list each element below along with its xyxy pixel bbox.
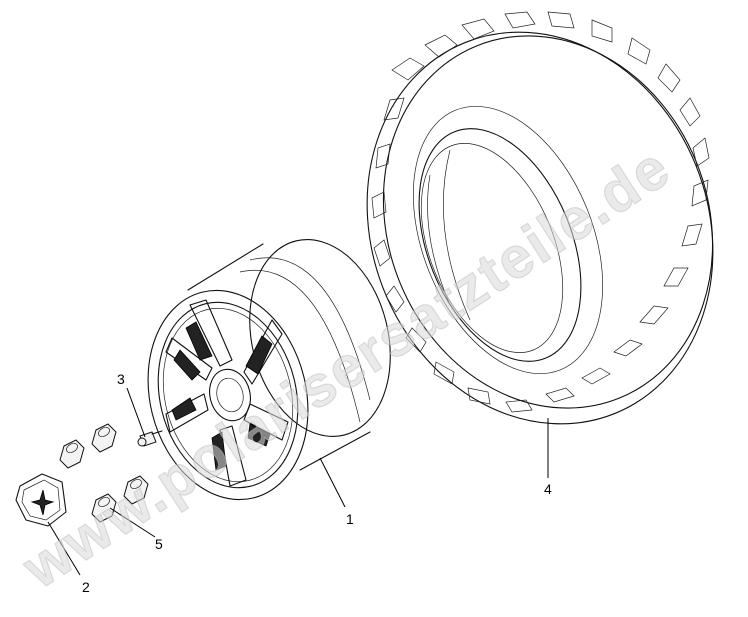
valve-stem: [137, 430, 163, 447]
leader-lines: [47, 387, 549, 576]
tire: [366, 11, 714, 425]
lug-nut: [59, 439, 85, 469]
rim: [147, 239, 391, 501]
polaris-star-logo: [30, 489, 55, 516]
lug-nut: [123, 475, 149, 505]
tire-tread: [371, 11, 710, 413]
lug-nuts: [59, 423, 149, 523]
callout-3: 3: [117, 371, 125, 387]
callout-5: 5: [155, 536, 163, 552]
watermark: www.polarisersatzteile.de: [11, 134, 682, 601]
lug-nut: [91, 493, 117, 523]
rim-spokes: [165, 299, 289, 487]
callout-4: 4: [544, 481, 552, 497]
callout-2: 2: [82, 579, 90, 595]
callout-1: 1: [346, 511, 354, 527]
lug-nut: [91, 423, 117, 453]
center-cap: [15, 473, 67, 527]
